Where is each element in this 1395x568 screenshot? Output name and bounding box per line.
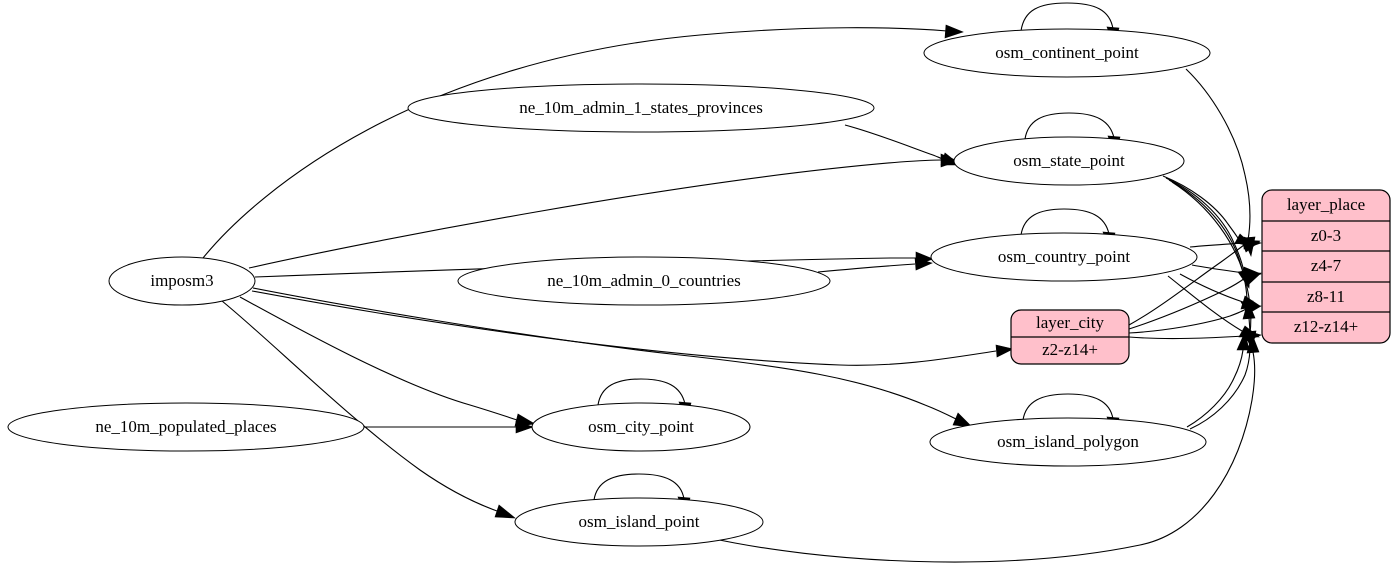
node-osm_state_point[interactable]: osm_state_point: [953, 136, 1185, 186]
record-row-layer_place-z12-z14[interactable]: z12-z14+: [1294, 317, 1358, 336]
node-osm_island_polygon[interactable]: osm_island_polygon: [929, 417, 1207, 467]
node-ne_10m_admin_1_states_provinces[interactable]: ne_10m_admin_1_states_provinces: [407, 83, 875, 133]
edge-imposm3-to-layer_city: [251, 290, 1014, 366]
edge-layer_city-to-layer_place-z0-3: [1128, 239, 1261, 326]
node-ne_10m_populated_places[interactable]: ne_10m_populated_places: [7, 402, 365, 452]
node-imposm3[interactable]: imposm3: [108, 256, 256, 306]
record-nodes-layer: layer_place z0-3 z4-7 z8-11 z12-z14+ lay…: [1010, 189, 1391, 365]
edge-ne_10m_admin_1_states_provinces-to-osm_state_point: [844, 124, 961, 166]
node-ne_10m_admin_0_countries[interactable]: ne_10m_admin_0_countries: [457, 256, 831, 306]
edge-osm_island_point-to-layer_place-z12-z14: [709, 333, 1260, 563]
record-row-layer_city-z2-z14[interactable]: z2-z14+: [1042, 340, 1098, 359]
record-header-layer_city: layer_city: [1036, 313, 1104, 332]
node-label-osm_island_polygon: osm_island_polygon: [997, 432, 1139, 451]
record-node-layer_city[interactable]: layer_city z2-z14+: [1010, 309, 1130, 365]
edges-layer: [202, 2, 1262, 563]
record-row-layer_place-z8-11[interactable]: z8-11: [1307, 287, 1345, 306]
edge-ne_10m_populated_places-to-osm_city_point: [364, 420, 534, 434]
node-label-ne_10m_admin_1_states_provinces: ne_10m_admin_1_states_provinces: [519, 98, 763, 117]
node-osm_country_point[interactable]: osm_country_point: [930, 232, 1198, 282]
nodes-layer: imposm3 ne_10m_populated_places ne_10m_a…: [7, 28, 1211, 547]
record-row-layer_place-z0-3[interactable]: z0-3: [1311, 226, 1341, 245]
edge-ne_10m_admin_0_countries-to-osm_country_point: [817, 257, 933, 273]
node-label-osm_country_point: osm_country_point: [998, 247, 1130, 266]
node-label-osm_state_point: osm_state_point: [1013, 151, 1125, 170]
edge-imposm3-to-osm_island_point: [221, 300, 516, 519]
edge-imposm3-to-osm_island_polygon: [252, 287, 973, 428]
node-label-ne_10m_populated_places: ne_10m_populated_places: [95, 417, 276, 436]
edge-osm_state_point-to-layer_place-z0-3: [1162, 175, 1254, 247]
node-osm_continent_point[interactable]: osm_continent_point: [923, 28, 1211, 78]
node-label-imposm3: imposm3: [150, 271, 213, 290]
record-node-layer_place[interactable]: layer_place z0-3 z4-7 z8-11 z12-z14+: [1261, 189, 1391, 344]
node-osm_city_point[interactable]: osm_city_point: [531, 402, 751, 452]
edge-layer_city-to-layer_place-z4-7: [1128, 272, 1262, 330]
edge-imposm3-to-osm_state_point: [248, 153, 959, 269]
edge-osm_island_polygon-to-layer_place-z12-z14: [1186, 331, 1250, 428]
node-osm_island_point[interactable]: osm_island_point: [514, 497, 764, 547]
node-label-ne_10m_admin_0_countries: ne_10m_admin_0_countries: [547, 271, 741, 290]
edge-imposm3-to-osm_continent_point: [202, 24, 964, 259]
node-label-osm_city_point: osm_city_point: [588, 417, 694, 436]
record-row-layer_place-z4-7[interactable]: z4-7: [1311, 256, 1342, 275]
edge-osm_island_polygon-to-layer_place-z8-11: [1189, 300, 1256, 430]
record-header-layer_place: layer_place: [1287, 195, 1365, 214]
node-label-osm_island_point: osm_island_point: [579, 512, 700, 531]
node-label-osm_continent_point: osm_continent_point: [995, 43, 1139, 62]
